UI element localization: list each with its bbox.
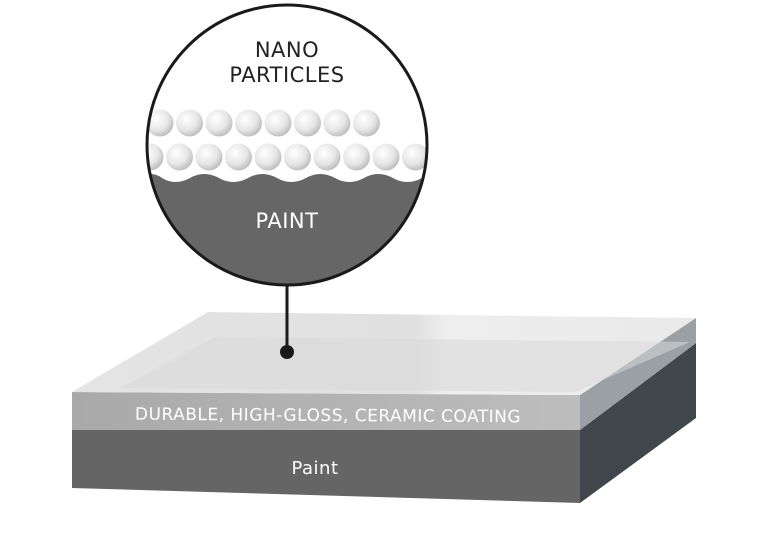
paint-layer-front xyxy=(72,430,580,503)
callout-paint-label: PAINT xyxy=(256,209,319,233)
nano-particle xyxy=(372,143,400,171)
nano-particle xyxy=(343,143,370,171)
nano-particle xyxy=(254,143,282,171)
top-surface-highlight xyxy=(120,337,690,392)
nano-particle xyxy=(147,143,164,171)
callout-title-line2: PARTICLES xyxy=(229,63,344,87)
nano-particle xyxy=(353,109,380,137)
nano-particle xyxy=(176,109,203,137)
nano-particle xyxy=(235,109,262,137)
nano-particle xyxy=(323,109,351,137)
nano-particle xyxy=(264,109,292,137)
nano-particle xyxy=(147,109,174,137)
callout-title-line1: NANO xyxy=(255,38,319,62)
nano-particle xyxy=(225,143,252,171)
nano-particle xyxy=(205,109,233,137)
nano-particle xyxy=(313,143,341,171)
callout-anchor-dot xyxy=(280,345,294,359)
paint-layer-label: Paint xyxy=(291,458,338,479)
coating-layer-label: DURABLE, HIGH-GLOSS, CERAMIC COATING xyxy=(135,405,521,428)
nano-particle xyxy=(284,143,311,171)
nano-particle xyxy=(402,143,427,171)
nano-particle-row-bottom xyxy=(147,143,427,171)
nano-particle xyxy=(166,143,193,171)
nano-particle xyxy=(294,109,321,137)
slab-right-side xyxy=(580,343,696,503)
nano-particle-row-top xyxy=(147,109,380,137)
nano-particle xyxy=(195,143,223,171)
callout-paint-region xyxy=(147,174,427,285)
coating-layer-front xyxy=(72,392,580,430)
